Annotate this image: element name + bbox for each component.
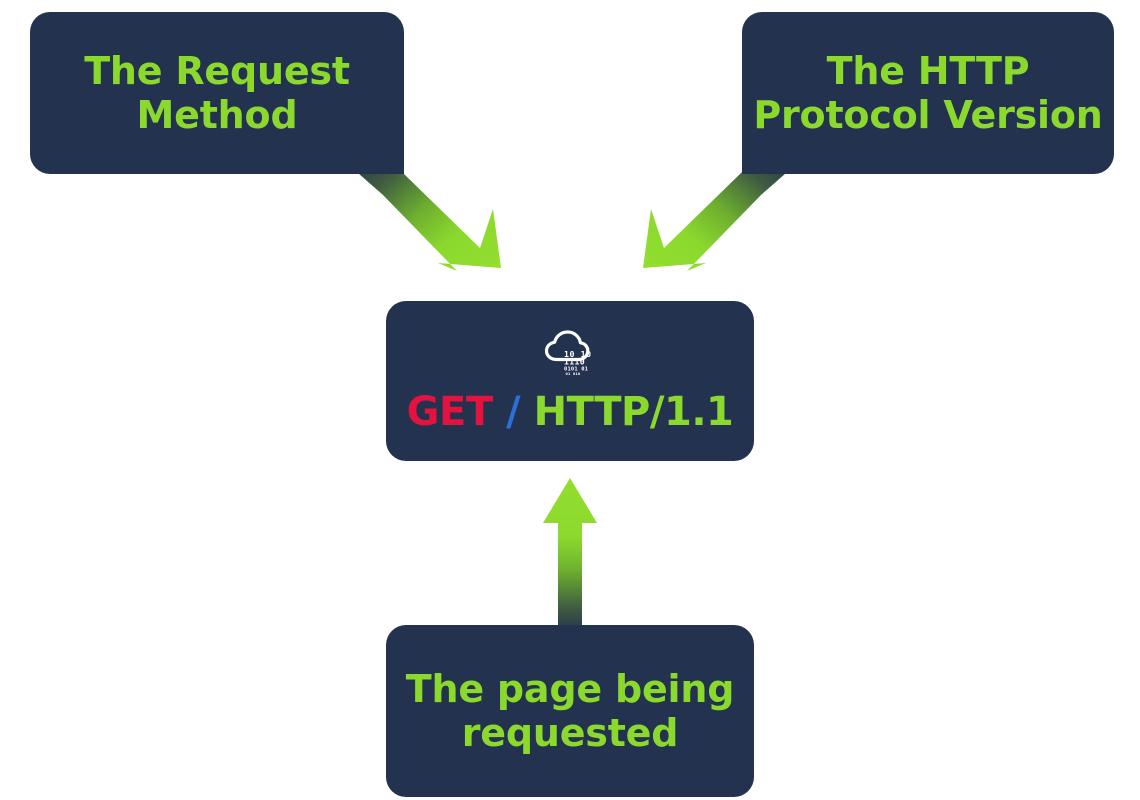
callout-protocol-version-label: The HTTP Protocol Version [753,48,1103,137]
request-path-token: / [506,389,521,435]
svg-text:0101 01: 0101 01 [564,367,588,373]
arrow-page [543,478,597,634]
request-method-token: GET [406,389,493,435]
request-line-space-2 [520,389,533,435]
request-line-box[interactable]: 10 10 1110 0101 01 01 010 GET / HTTP/1.1 [386,301,754,461]
callout-protocol-version[interactable]: The HTTP Protocol Version [742,12,1114,174]
callout-page-requested[interactable]: The page being requested [386,625,754,797]
request-line-space-1 [493,389,506,435]
svg-text:01 010: 01 010 [566,371,581,376]
cloud-binary-icon: 10 10 1110 0101 01 01 010 [544,330,592,376]
svg-text:10 10: 10 10 [564,349,592,359]
callout-request-method-label: The Request Method [84,48,350,137]
callout-request-method[interactable]: The Request Method [30,12,404,174]
request-line-text: GET / HTTP/1.1 [407,389,734,435]
request-protocol-token: HTTP/1.1 [533,389,734,435]
callout-page-requested-label: The page being requested [405,666,735,755]
svg-text:1110: 1110 [564,357,585,367]
